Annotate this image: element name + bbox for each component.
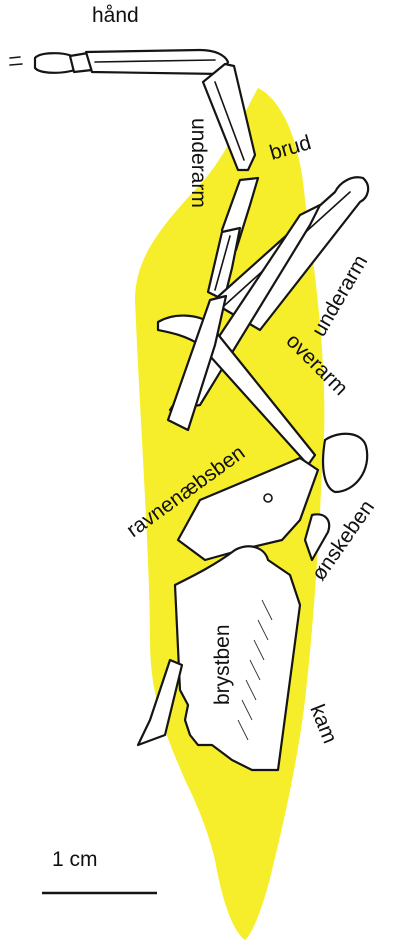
label-keel: kam [305, 701, 341, 746]
label-lower-arm-left: underarm [187, 118, 210, 208]
label-sternum: brystben [211, 624, 234, 705]
scale-bar: 1 cm [42, 848, 157, 893]
wing-bone-small [323, 434, 367, 492]
hand-bones [10, 50, 228, 74]
scale-bar-label: 1 cm [52, 848, 98, 871]
label-hand: hånd [92, 4, 139, 27]
